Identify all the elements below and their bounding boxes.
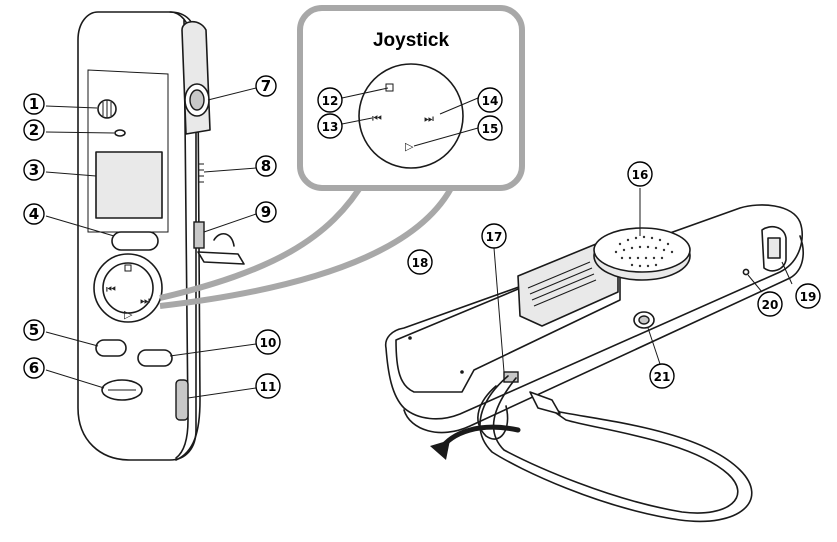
callout-4: 4	[23, 203, 45, 225]
svg-text:9: 9	[261, 203, 271, 221]
joystick-title: Joystick	[373, 30, 449, 51]
fast-forward-icon: ⏭	[424, 112, 434, 125]
jack-cover	[197, 251, 245, 265]
folder-button	[111, 231, 159, 251]
callout-16: 16	[627, 161, 653, 187]
callout-18: 18	[407, 249, 433, 275]
svg-text:13: 13	[322, 120, 339, 134]
callout-2: 2	[23, 119, 45, 141]
earphone-jack	[193, 221, 205, 249]
usb-connector-cap	[181, 20, 211, 135]
callout-pointer	[159, 176, 459, 309]
svg-text:21: 21	[654, 370, 671, 384]
callout-21: 21	[649, 363, 675, 389]
erase-button	[137, 349, 173, 367]
svg-text:14: 14	[482, 94, 499, 108]
volume-wheel	[175, 379, 189, 421]
svg-text:16: 16	[632, 168, 649, 182]
display-screen	[95, 151, 163, 219]
callout-10: 10	[255, 329, 281, 355]
callout-13: 13	[317, 113, 343, 139]
callout-7: 7	[255, 75, 277, 97]
stop-icon	[124, 264, 132, 272]
front-upper-panel	[87, 69, 169, 233]
recorder-front-view: ⏮ ⏭ ▷	[77, 11, 245, 461]
svg-text:1: 1	[29, 95, 39, 113]
play-icon: ▷	[405, 140, 414, 153]
svg-text:11: 11	[260, 380, 277, 394]
leader-lines	[45, 87, 793, 399]
callout-11: 11	[255, 373, 281, 399]
record-indicator-led	[114, 129, 126, 137]
svg-text:12: 12	[322, 94, 339, 108]
callout-14: 14	[477, 87, 503, 113]
svg-text:3: 3	[29, 161, 39, 179]
strap-hole	[503, 371, 519, 383]
svg-text:7: 7	[261, 77, 271, 95]
callout-17: 17	[481, 223, 507, 249]
callout-9: 9	[255, 201, 277, 223]
svg-text:17: 17	[486, 230, 503, 244]
hand-strap	[479, 375, 753, 523]
callout-20: 20	[757, 291, 783, 317]
svg-text:19: 19	[800, 290, 817, 304]
svg-text:10: 10	[260, 336, 277, 350]
svg-text:6: 6	[29, 359, 39, 377]
callout-8: 8	[255, 155, 277, 177]
play-icon: ▷	[124, 308, 133, 321]
fast-forward-icon: ⏭	[140, 294, 150, 307]
callout-5: 5	[23, 319, 45, 341]
callout-19: 19	[795, 283, 821, 309]
rewind-icon: ⏮	[372, 112, 382, 125]
strap-attach-arrow	[437, 424, 521, 453]
callout-1: 1	[23, 93, 45, 115]
joystick-knob	[102, 262, 154, 314]
svg-text:4: 4	[29, 205, 39, 223]
svg-text:20: 20	[762, 298, 779, 312]
joystick-callout: Joystick ⏮ ⏭ ▷	[159, 5, 525, 309]
rewind-icon: ⏮	[106, 283, 116, 296]
callout-6: 6	[23, 357, 45, 379]
callout-15: 15	[477, 115, 503, 141]
joystick-diagram-knob	[358, 63, 464, 169]
callout-12: 12	[317, 87, 343, 113]
svg-text:5: 5	[29, 321, 39, 339]
stop-icon	[385, 83, 394, 92]
speaker-holes	[614, 235, 674, 268]
microphone-grille	[97, 99, 117, 119]
svg-text:2: 2	[29, 121, 39, 139]
reset-hole	[742, 268, 750, 276]
callout-3: 3	[23, 159, 45, 181]
hold-switch	[198, 163, 204, 183]
svg-text:15: 15	[482, 122, 499, 136]
callout-numbers: 1 2 3 4 5 6 7 8 9 10 11 12 13 14 15 16 1…	[23, 75, 821, 399]
menu-button	[95, 339, 127, 357]
svg-text:8: 8	[261, 157, 271, 175]
recorder-rear-view	[384, 204, 804, 523]
svg-text:18: 18	[412, 256, 429, 270]
